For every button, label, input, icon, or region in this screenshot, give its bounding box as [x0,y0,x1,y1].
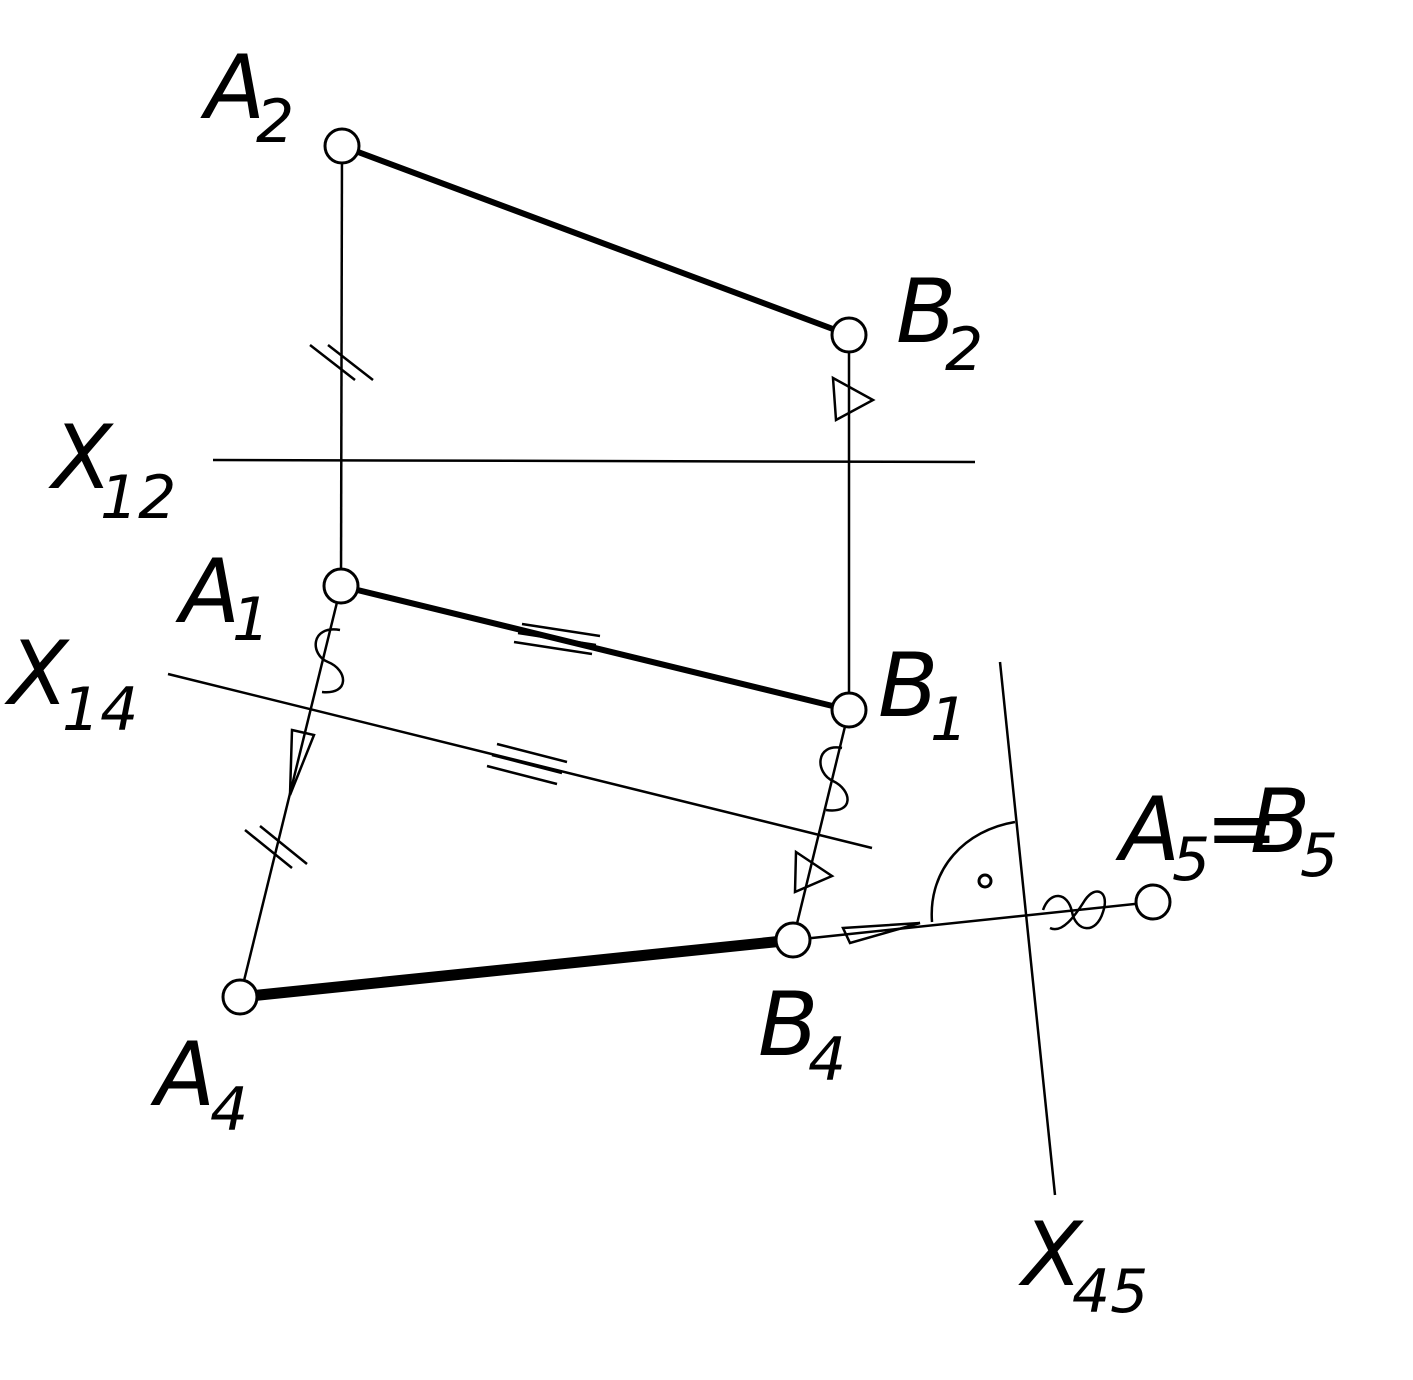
label-a2: A 2 [200,36,294,157]
point-a4 [221,978,259,1016]
svg-text:4: 4 [210,1075,248,1145]
label-b1: B 1 [878,634,968,755]
s-mark-b1b4 [819,746,849,812]
right-angle-arc [930,820,1016,923]
double-tick-mark-a1a4 [244,825,308,869]
label-a5-equals-b5: A 5 = B 5 [1115,770,1338,895]
svg-text:45: 45 [1072,1257,1148,1327]
label-b4: B 4 [758,973,846,1095]
double-tick-mark-a2a1 [309,344,374,381]
s-mark-a5 [1041,890,1106,931]
svg-text:A: A [175,540,240,643]
triangle-mark-b2b1 [831,375,876,423]
triangle-mark-a1a4 [288,728,316,796]
parallel-mark-x14 [486,742,568,786]
label-x14: X 14 [4,622,138,745]
arrow-mark-b4a5 [841,921,921,945]
point-b2 [830,316,868,354]
point-b1 [830,691,868,729]
point-a1 [322,567,360,605]
projection-line-b4-a5 [792,900,1154,942]
svg-text:5: 5 [1172,825,1210,895]
svg-text:B: B [896,260,956,363]
svg-text:B: B [878,634,938,737]
svg-text:A: A [150,1023,215,1126]
segment-a2-b2 [339,143,852,338]
svg-text:2: 2 [945,315,983,385]
label-a4: A 4 [150,1023,248,1145]
segment-a4-b4 [234,934,799,1003]
segment-a1-b1 [338,583,852,713]
svg-text:2: 2 [256,87,294,157]
svg-text:A: A [1115,778,1180,881]
svg-text:14: 14 [62,675,138,745]
svg-text:X: X [48,406,114,509]
projection-line-b1-b4 [791,709,851,941]
svg-text:1: 1 [930,685,968,755]
triangle-mark-b1b4 [793,849,835,894]
svg-text:5: 5 [1300,821,1338,891]
parallel-mark-a1b1 [513,622,601,656]
point-a2 [323,127,361,165]
svg-text:X: X [1018,1203,1084,1306]
point-a5-b5 [1134,883,1172,921]
label-x45: X 45 [1018,1203,1148,1327]
right-angle-dot [977,873,993,889]
label-b2: B 2 [896,260,983,385]
svg-text:12: 12 [100,463,176,533]
s-mark-a1a4 [314,628,345,694]
svg-text:B: B [1250,770,1310,873]
svg-text:X: X [4,622,70,725]
label-a1: A 1 [175,540,270,655]
projection-line-a2-a1 [339,145,344,587]
svg-text:1: 1 [232,585,270,655]
svg-text:=: = [1205,776,1279,879]
label-x12: X 12 [48,406,176,533]
svg-text:4: 4 [808,1025,846,1095]
point-b4 [774,921,812,959]
svg-text:A: A [200,36,265,139]
axis-x45-line [998,661,1057,1196]
svg-text:B: B [758,973,818,1076]
axis-x12-line [212,458,976,464]
